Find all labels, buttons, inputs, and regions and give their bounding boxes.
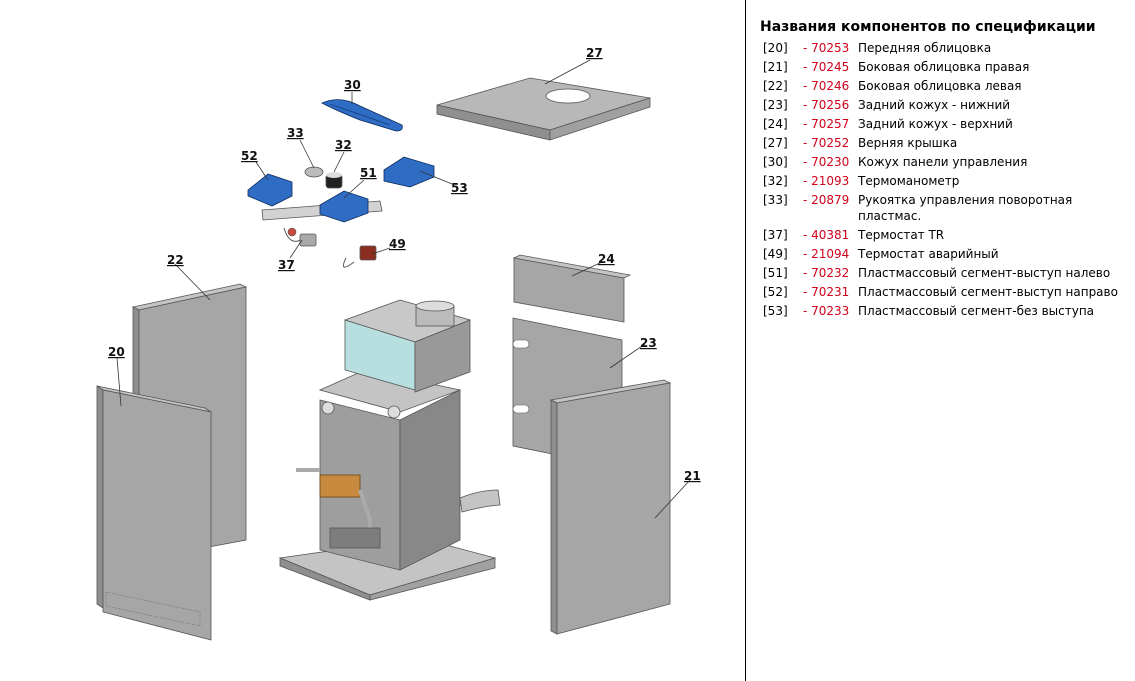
callout-53: 53 — [451, 181, 468, 195]
spec-index: [30] — [763, 155, 788, 169]
spec-description: Рукоятка управления поворотная пластмас. — [858, 193, 1073, 223]
spec-row: [32] - 21093 Термоманометр — [760, 173, 1120, 189]
callout-49: 49 — [389, 237, 406, 251]
spec-index: [23] — [763, 98, 788, 112]
spec-index: [27] — [763, 136, 788, 150]
spec-description: Термостат TR — [858, 228, 945, 242]
spec-row: [22] - 70246 Боковая облицовка левая — [760, 78, 1120, 94]
front-panel-20 — [96, 385, 212, 641]
callout-20: 20 — [108, 345, 125, 359]
callouts: 27 30 33 32 52 51 53 37 49 22 20 24 23 2… — [108, 46, 701, 483]
side-panel-right-21 — [549, 379, 672, 635]
spec-code: - 70233 — [803, 304, 850, 318]
segment-52 — [247, 173, 293, 207]
spec-description: Пластмассовый сегмент-выступ направо — [858, 285, 1118, 299]
spec-description: Задний кожух - нижний — [858, 98, 1011, 112]
spec-row: [51] - 70232 Пластмассовый сегмент-выступ … — [760, 265, 1120, 281]
spec-description: Термоманометр — [858, 174, 960, 188]
spec-code: - 21093 — [803, 174, 850, 188]
callout-33: 33 — [287, 126, 304, 140]
spec-row: [30] - 70230 Кожух панели управления — [760, 154, 1120, 170]
spec-index: [32] — [763, 174, 788, 188]
spec-code: - 70257 — [803, 117, 850, 131]
spec-description: Кожух панели управления — [858, 155, 1028, 169]
spec-code: - 70231 — [803, 285, 850, 299]
leader-lines — [116, 59, 691, 519]
spec-description: Передняя облицовка — [858, 41, 992, 55]
top-cover-27 — [436, 77, 651, 141]
spec-row: [24] - 70257 Задний кожух - верхний — [760, 116, 1120, 132]
spec-code: - 20879 — [803, 193, 850, 207]
spec-description: Задний кожух - верхний — [858, 117, 1013, 131]
spec-row: [20] - 70253 Передняя облицовка — [760, 40, 1120, 56]
spec-description: Боковая облицовка правая — [858, 60, 1030, 74]
spec-code: - 70256 — [803, 98, 850, 112]
exploded-boiler-diagram: 27 30 33 32 52 51 53 37 49 22 20 24 23 2… — [96, 46, 701, 641]
callout-52: 52 — [241, 149, 258, 163]
spec-description: Верняя крышка — [858, 136, 958, 150]
spec-index: [37] — [763, 228, 788, 242]
spec-row: [49] - 21094 Термостат аварийный — [760, 246, 1120, 262]
callout-37: 37 — [278, 258, 295, 272]
spec-index: [20] — [763, 41, 788, 55]
spec-description: Пластмассовый сегмент-выступ налево — [858, 266, 1111, 280]
spec-code: - 70252 — [803, 136, 850, 150]
callout-51: 51 — [360, 166, 377, 180]
spec-code: - 21094 — [803, 247, 850, 261]
spec-code: - 70246 — [803, 79, 850, 93]
spec-description: Боковая облицовка левая — [858, 79, 1022, 93]
spec-list: [20] - 70253 Передняя облицовка [21] - 70245… — [760, 40, 1120, 319]
segment-53 — [383, 156, 435, 188]
divider — [745, 0, 746, 681]
spec-index: [53] — [763, 304, 788, 318]
spec-index: [49] — [763, 247, 788, 261]
spec-index: [51] — [763, 266, 788, 280]
spec-row: [53] - 70233 Пластмассовый сегмент-без выс… — [760, 303, 1120, 319]
spec-row: [23] - 70256 Задний кожух - нижний — [760, 97, 1120, 113]
segment-51 — [319, 190, 369, 223]
spec-description: Пластмассовый сегмент-без выступа — [858, 304, 1095, 318]
callout-21: 21 — [684, 469, 701, 483]
control-panel-cover-30 — [321, 99, 403, 132]
thermostats — [283, 227, 377, 268]
callout-23: 23 — [640, 336, 657, 350]
spec-code: - 40381 — [803, 228, 850, 242]
boiler-body — [278, 299, 501, 601]
spec-row: [37] - 40381 Термостат TR — [760, 227, 1120, 243]
spec-index: [22] — [763, 79, 788, 93]
spec-row: [33] - 20879 Рукоятка управления поворотна… — [760, 192, 1120, 224]
callout-27: 27 — [586, 46, 603, 60]
spec-row: [52] - 70231 Пластмассовый сегмент-выступ … — [760, 284, 1120, 300]
spec-index: [24] — [763, 117, 788, 131]
callout-30: 30 — [344, 78, 361, 92]
spec-code: - 70232 — [803, 266, 850, 280]
spec-code: - 70230 — [803, 155, 850, 169]
spec-index: [33] — [763, 193, 788, 207]
spec-code: - 70253 — [803, 41, 850, 55]
spec-code: - 70245 — [803, 60, 850, 74]
spec-row: [27] - 70252 Верняя крышка — [760, 135, 1120, 151]
spec-panel: Названия компонентов по спецификации [20… — [760, 18, 1120, 322]
spec-index: [52] — [763, 285, 788, 299]
spec-row: [21] - 70245 Боковая облицовка правая — [760, 59, 1120, 75]
callout-22: 22 — [167, 253, 184, 267]
spec-title: Названия компонентов по спецификации — [760, 19, 1096, 35]
callout-32: 32 — [335, 138, 352, 152]
rear-upper-24 — [512, 254, 632, 323]
control-assembly — [247, 156, 435, 223]
callout-24: 24 — [598, 252, 615, 266]
knob-33 — [304, 166, 324, 178]
spec-index: [21] — [763, 60, 788, 74]
spec-description: Термостат аварийный — [858, 247, 999, 261]
